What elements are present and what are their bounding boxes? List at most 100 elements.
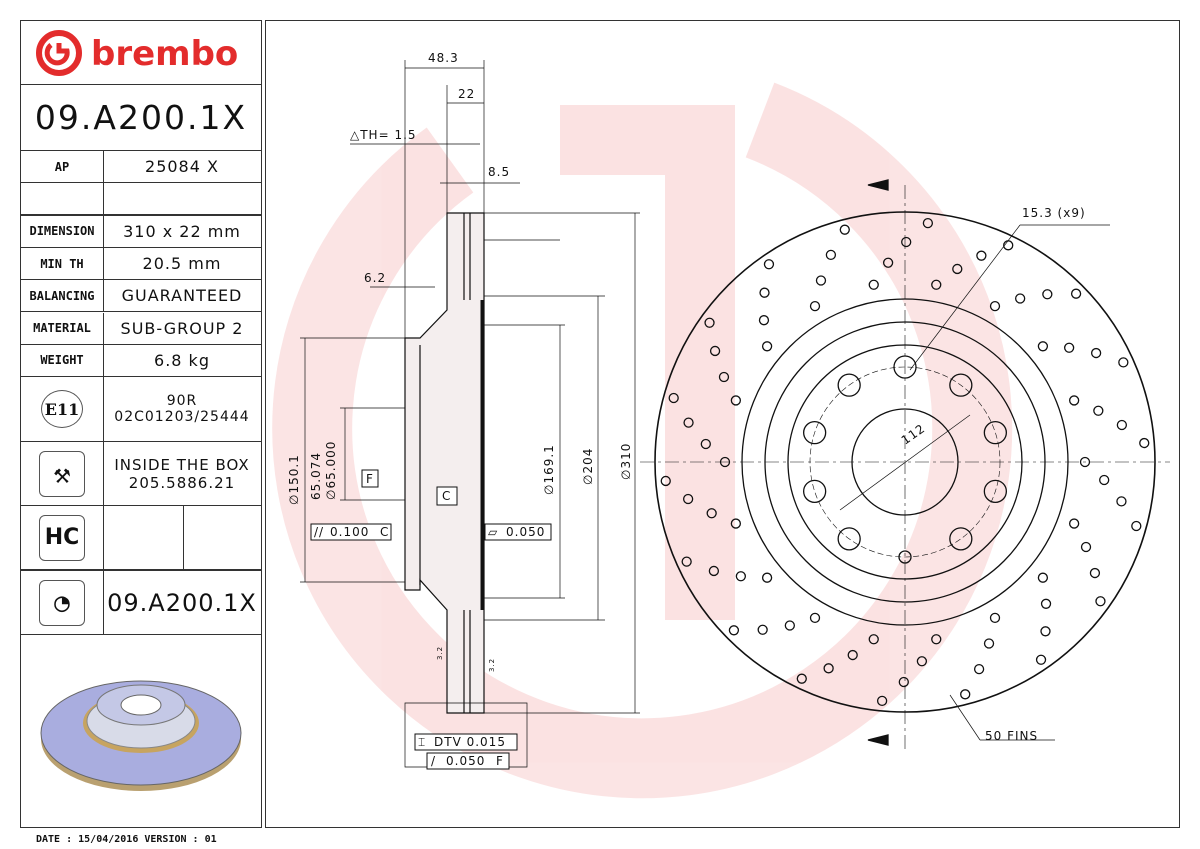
drill-hole <box>1068 518 1080 529</box>
drill-hole <box>709 345 721 357</box>
spec-value: 25084 X <box>145 157 219 177</box>
svg-text:C: C <box>442 489 451 503</box>
drill-hole <box>922 217 934 229</box>
brembo-watermark <box>272 82 1013 799</box>
drill-hole <box>761 572 773 583</box>
drill-hole <box>876 695 888 707</box>
svg-text:3.2: 3.2 <box>436 646 444 660</box>
drill-hole <box>683 417 694 428</box>
drill-hole <box>952 263 963 275</box>
drill-hole <box>868 279 879 290</box>
drill-hole <box>796 673 807 684</box>
drill-hole <box>868 634 879 645</box>
bolt-hole <box>893 355 917 379</box>
bolt-hole <box>837 373 861 397</box>
spec-label: DIMENSION <box>21 215 104 247</box>
drawing-frame <box>265 20 1180 828</box>
hc-badge: HC <box>39 514 85 561</box>
drill-hole <box>1131 520 1142 532</box>
svg-text:brembo: brembo <box>91 34 238 74</box>
drill-hole <box>758 315 770 326</box>
svg-text:△TH= 1.5: △TH= 1.5 <box>350 128 417 142</box>
drill-hole <box>1070 288 1082 299</box>
drill-hole <box>1003 240 1014 251</box>
drill-hole <box>763 259 775 270</box>
svg-text:▱: ▱ <box>488 525 498 539</box>
spec-row: WEIGHT 6.8 kg <box>21 344 261 378</box>
bolt-hole <box>949 527 973 551</box>
svg-text:∅169.1: ∅169.1 <box>542 444 556 495</box>
drill-hole <box>682 493 694 505</box>
svg-text:48.3: 48.3 <box>428 51 459 65</box>
svg-text:112: 112 <box>899 421 928 447</box>
drill-hole <box>983 638 995 649</box>
svg-text:C: C <box>380 525 389 539</box>
spec-label: WEIGHT <box>21 344 104 377</box>
spec-value: 6.8 kg <box>154 350 210 370</box>
drill-hole <box>757 624 768 635</box>
svg-text:F: F <box>366 472 374 486</box>
drill-hole <box>730 518 742 529</box>
bolt-hole <box>802 479 827 504</box>
screws-label: INSIDE THE BOX <box>114 455 250 474</box>
drill-hole <box>1080 541 1092 553</box>
svg-text:∅310: ∅310 <box>619 443 633 480</box>
drill-hole <box>1037 572 1049 583</box>
drill-holes <box>660 217 1150 707</box>
drill-hole <box>735 571 747 582</box>
svg-text:∅65.000: ∅65.000 <box>324 441 338 500</box>
disc-caliper-icon: ◔ <box>39 579 85 626</box>
spec-row: MATERIAL SUB-GROUP 2 <box>21 312 261 345</box>
screw-icon: ⚒ <box>39 450 85 497</box>
svg-text:8.5: 8.5 <box>488 165 510 179</box>
drill-hole <box>718 371 730 383</box>
drill-hole <box>916 656 928 667</box>
drill-hole <box>823 663 834 674</box>
drill-hole <box>1139 437 1150 449</box>
svg-text:F: F <box>496 754 504 768</box>
bolt-holes <box>802 355 1008 564</box>
bolt-hole <box>983 479 1008 504</box>
drill-hole <box>1116 419 1128 431</box>
spec-row <box>21 183 261 216</box>
drill-hole <box>1042 289 1053 300</box>
drill-hole <box>815 275 827 286</box>
drill-hole <box>1040 626 1051 637</box>
drill-hole <box>898 676 909 688</box>
drill-hole <box>1089 567 1101 579</box>
homologation-number: 02C01203/25444 <box>114 409 250 425</box>
drill-hole <box>704 317 715 328</box>
kit-part-number: 09.A200.1X <box>107 588 257 617</box>
bolt-hole <box>983 420 1008 445</box>
drill-hole <box>973 663 985 675</box>
drill-hole <box>1037 341 1049 352</box>
svg-text:6.2: 6.2 <box>364 271 386 285</box>
drill-hole <box>730 395 742 406</box>
bolt-hole <box>949 373 973 397</box>
svg-text:∅204: ∅204 <box>581 448 595 485</box>
drill-hole <box>1063 342 1075 353</box>
spec-label <box>21 183 104 214</box>
drill-hole <box>1040 598 1052 609</box>
spec-value: SUB-GROUP 2 <box>120 318 244 338</box>
svg-text:∅150.1: ∅150.1 <box>287 454 301 505</box>
drill-hole <box>809 300 821 312</box>
drill-hole <box>1116 496 1127 507</box>
front-view <box>640 179 1170 750</box>
homologation-code: 90R <box>166 393 198 409</box>
part-number: 09.A200.1X <box>21 85 261 151</box>
spec-label: BALANCING <box>21 280 104 312</box>
drill-hole <box>1093 405 1104 416</box>
drill-hole <box>660 475 671 487</box>
kit-row: ◔ 09.A200.1X <box>21 571 261 635</box>
svg-text:0.050: 0.050 <box>506 525 545 539</box>
drill-hole <box>681 556 692 567</box>
bolt-hole <box>802 420 827 445</box>
svg-text:22: 22 <box>458 87 475 101</box>
section-dimension-labels: 48.3 22 △TH= 1.5 8.5 6.2 ∅150.1 65.074 ∅… <box>287 51 633 770</box>
spec-label: AP <box>21 151 104 183</box>
spec-label: MATERIAL <box>21 312 104 344</box>
